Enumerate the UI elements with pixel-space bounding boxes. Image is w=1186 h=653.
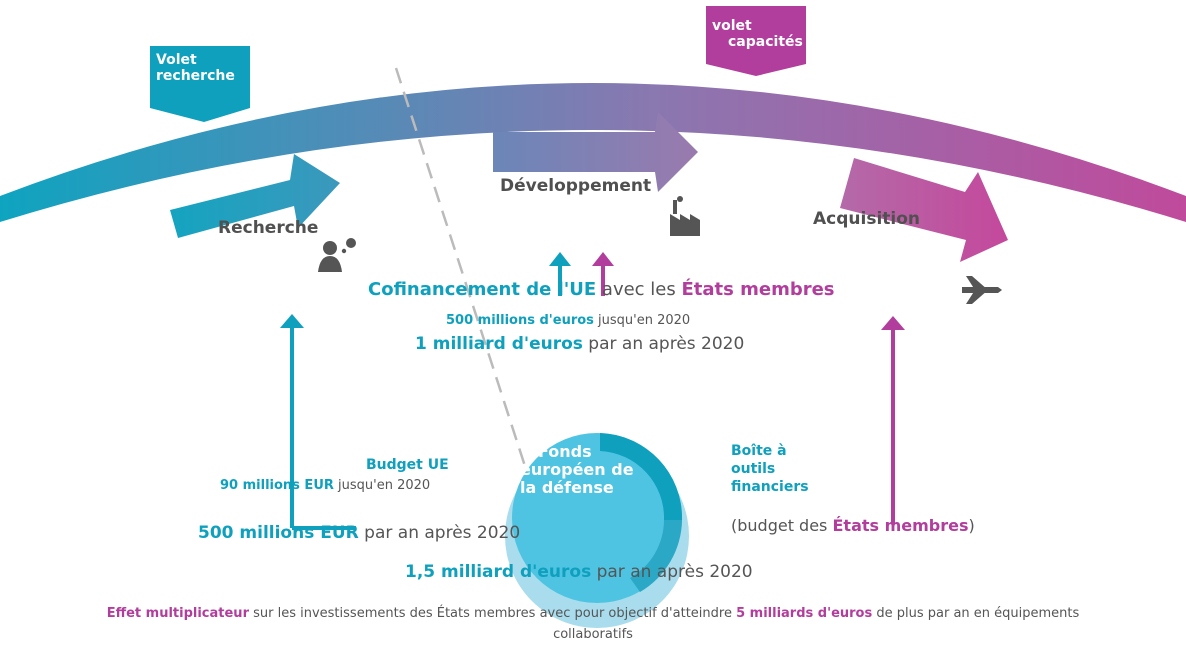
research-tag	[150, 46, 250, 122]
fund-circle-inner	[512, 433, 682, 603]
research-arrow	[170, 154, 340, 238]
fighter-jet-icon	[962, 276, 1002, 304]
toolbox-title: Boîte à outils financiers	[731, 442, 809, 496]
footer-line-2: collaboratifs	[553, 627, 633, 642]
footer-lead: Effet multiplicateur	[106, 606, 249, 621]
fund-title-line-2: européen de	[520, 460, 634, 479]
toolbox-note: (budget des États membres)	[731, 516, 975, 535]
development-stage-label: Développement	[500, 176, 652, 196]
toolbox-note-pre: (budget des	[731, 516, 833, 535]
footer: Effet multiplicateur sur les investissem…	[0, 606, 1186, 642]
cofinancing-ms-arrowhead	[592, 252, 614, 266]
toolbox-note-post: )	[968, 516, 975, 535]
budget-arrow-head	[280, 314, 304, 328]
cofinancing-eu-arrowhead	[549, 252, 571, 266]
thinking-person-icon	[318, 238, 356, 272]
fund-title-line-1: Fonds	[538, 442, 592, 461]
fund-title-line-3: la défense	[520, 478, 614, 497]
fund-amount-bold: 1,5 milliard d'euros	[405, 562, 592, 582]
budget-until-2020-rest: jusqu'en 2020	[333, 478, 431, 493]
capacity-tag-line-1: volet	[712, 18, 752, 34]
process-arc	[0, 83, 1186, 222]
cofinancing-member-states: États membres	[681, 279, 835, 300]
budget-until-2020: 90 millions EUR jusqu'en 2020	[220, 478, 430, 493]
cofinancing-line: Cofinancement de l'UE avec les États mem…	[368, 279, 835, 300]
toolbox-line-3: financiers	[731, 479, 809, 495]
factory-icon	[670, 196, 700, 236]
research-tag-label: Volet recherche	[156, 52, 235, 84]
cofinancing-until-2020: 500 millions d'euros jusqu'en 2020	[446, 313, 690, 328]
acquisition-stage-label: Acquisition	[813, 209, 921, 229]
fund-amount-rest: par an après 2020	[591, 562, 753, 582]
dashed-divider	[394, 67, 547, 529]
budget-500m: 500 millions EUR	[198, 523, 359, 543]
research-tag-line-1: Volet	[156, 52, 197, 68]
toolbox-line-2: outils	[731, 461, 776, 477]
fund-title: Fonds européen de la défense	[520, 443, 634, 497]
footer-line-1: Effet multiplicateur sur les investissem…	[0, 606, 1186, 621]
cofinancing-until-2020-rest: jusqu'en 2020	[593, 313, 691, 328]
development-arrow	[493, 112, 698, 192]
research-stage-label: Recherche	[218, 218, 319, 238]
footer-amount: 5 milliards d'euros	[736, 606, 873, 621]
cofinancing-eu: Cofinancement de l'UE	[368, 279, 597, 300]
capacity-tag-label: volet capacités	[712, 18, 803, 50]
fund-amount: 1,5 milliard d'euros par an après 2020	[405, 562, 753, 582]
capacity-tag	[706, 6, 806, 76]
budget-after-2020: 500 millions EUR par an après 2020	[198, 523, 520, 543]
cofinancing-500m: 500 millions d'euros	[446, 313, 594, 328]
toolbox-arrowhead	[881, 316, 905, 330]
budget-90m: 90 millions EUR	[220, 478, 334, 493]
research-tag-line-2: recherche	[156, 68, 235, 84]
cofinancing-1bn: 1 milliard d'euros	[415, 334, 583, 354]
cofinancing-after-2020: 1 milliard d'euros par an après 2020	[415, 334, 744, 354]
fund-circle-ring-2	[630, 520, 682, 592]
footer-mid: sur les investissements des États membre…	[248, 606, 737, 621]
capacity-tag-line-2: capacités	[728, 34, 803, 50]
acquisition-arrow	[840, 158, 1008, 262]
budget-after-2020-rest: par an après 2020	[358, 523, 521, 543]
toolbox-line-1: Boîte à	[731, 443, 787, 459]
toolbox-note-member-states: États membres	[832, 516, 969, 535]
footer-tail: de plus par an en équipements	[872, 606, 1080, 621]
fund-circle-ring	[600, 433, 683, 520]
cofinancing-with: avec les	[596, 279, 682, 300]
cofinancing-after-2020-rest: par an après 2020	[582, 334, 745, 354]
budget-title: Budget UE	[366, 457, 449, 473]
